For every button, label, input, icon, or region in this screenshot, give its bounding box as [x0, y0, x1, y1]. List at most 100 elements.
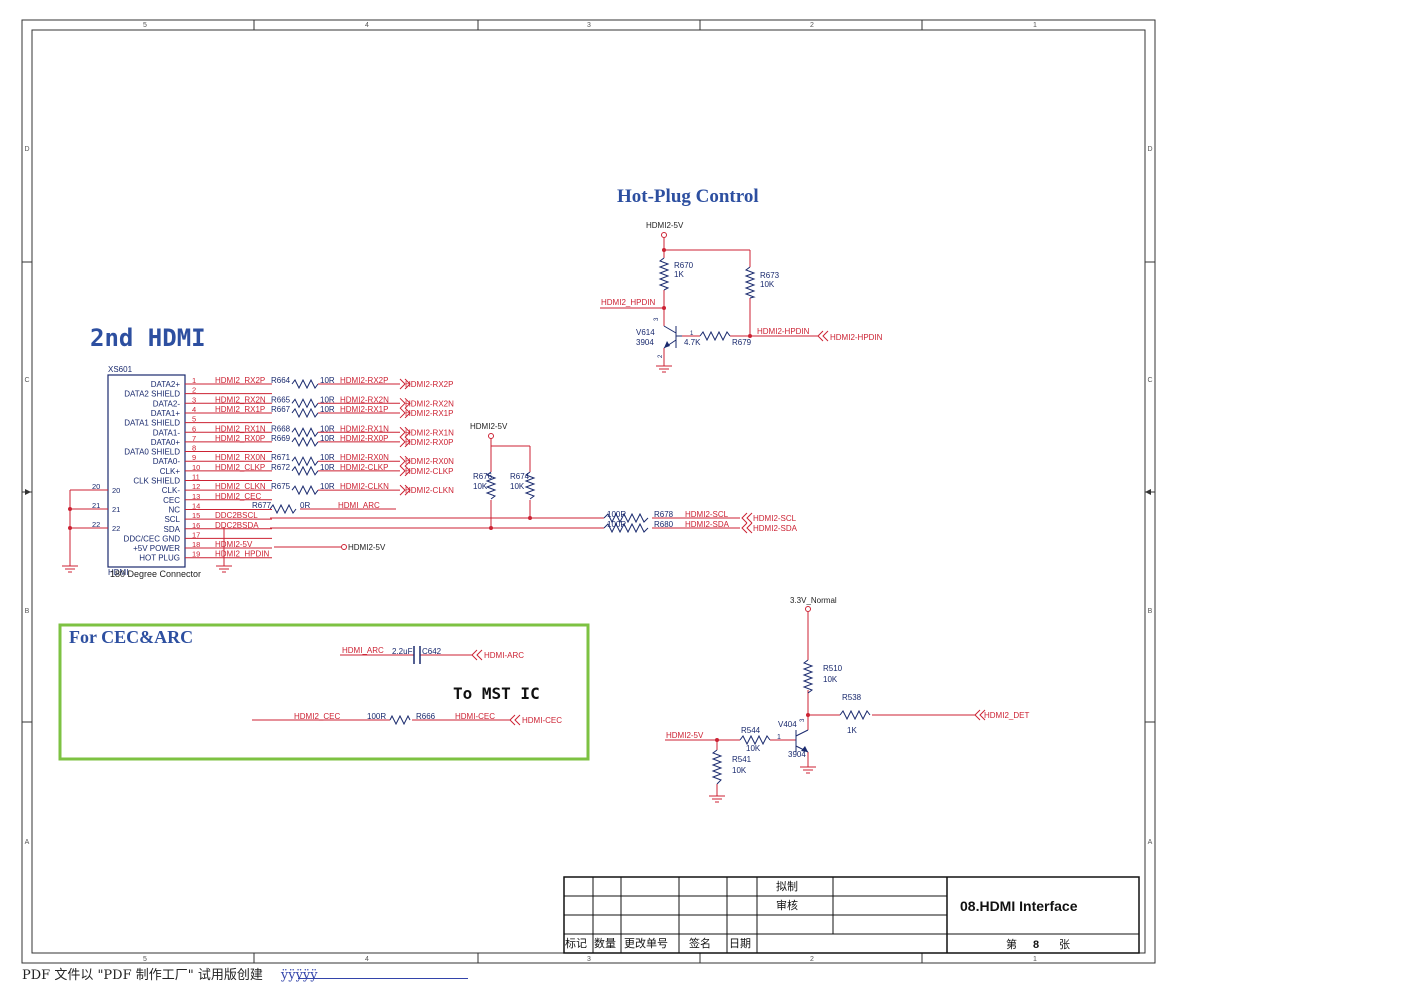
- zone-top-1: 1: [1033, 22, 1037, 29]
- zone-bottom-2: 2: [810, 956, 814, 963]
- pin-name: HOT PLUG: [139, 554, 180, 563]
- zone-bottom-5: 5: [143, 956, 147, 963]
- r510-val: 10K: [823, 675, 838, 684]
- pin-name: DATA1 SHIELD: [124, 419, 180, 428]
- resistor-ref: R664: [271, 376, 291, 385]
- r678-val: 100R: [607, 510, 626, 519]
- arc-port: HDMI-ARC: [484, 651, 524, 660]
- pin-name: SCL: [164, 515, 180, 524]
- r673-ref: R673: [760, 271, 780, 280]
- hotplug-circuit: HDMI2-5V R670 1K: [600, 221, 883, 373]
- zone-top-3: 3: [587, 22, 591, 29]
- sheet-number: 8: [1033, 939, 1039, 951]
- col-mark: 标记: [565, 936, 587, 950]
- pin-name: DATA0-: [153, 457, 181, 466]
- hpd-port: HDMI2-HPDIN: [830, 333, 883, 342]
- r678-ref: R678: [654, 510, 674, 519]
- series-resistor: [291, 398, 319, 409]
- net-label: HDMI2-RX2P: [340, 376, 388, 385]
- net-label: HDMI2-RX0N: [340, 453, 389, 462]
- ddc-power-label: HDMI2-5V: [470, 422, 508, 431]
- connector-type: HDMI: [108, 568, 128, 577]
- arc-net: HDMI_ARC: [342, 646, 384, 655]
- hdmi-connector: XS601 HDMI 180 Degree Connector DATA2+DA…: [107, 365, 272, 579]
- pin-name: NC: [168, 505, 180, 514]
- pin-net-label: DDC2BSDA: [215, 521, 259, 530]
- pin-number: 13: [192, 492, 200, 501]
- scl-net-label: HDMI2-SCL: [685, 510, 729, 519]
- sheet-title: 08.HDMI Interface: [960, 898, 1078, 914]
- resistor-ref: R668: [271, 424, 291, 433]
- r680-ref: R680: [654, 520, 674, 529]
- pin-name: DATA2+: [151, 380, 181, 389]
- r676-val: 10K: [473, 482, 488, 491]
- r544-ref: R544: [741, 726, 761, 735]
- zone-right-a: A: [1148, 839, 1153, 846]
- resistor-ref: R671: [271, 453, 291, 462]
- zone-left-c: C: [24, 377, 29, 384]
- zone-left-b: B: [25, 608, 30, 615]
- shield-pin-21-out: 21: [92, 501, 100, 510]
- net-label: HDMI2-RX1P: [340, 405, 388, 414]
- pin-number: 7: [192, 434, 196, 443]
- col-sign: 签名: [689, 936, 711, 950]
- v404-part: 3904: [788, 750, 806, 759]
- sda-net-label: HDMI2-SDA: [685, 520, 730, 529]
- cec-arc-box: For CEC&ARC To MST IC HDMI_ARC 2.2uF C64…: [58, 623, 590, 761]
- r674-ref: R674: [510, 472, 530, 481]
- mst-note: To MST IC: [453, 684, 540, 703]
- pin-net-label: HDMI2_RX2N: [215, 395, 266, 404]
- pin-number: 14: [192, 501, 200, 510]
- scl-port: HDMI2-SCL: [753, 514, 797, 523]
- v614-ref: V614: [636, 328, 655, 337]
- pin-name: DATA0 SHIELD: [124, 448, 180, 457]
- ddc-section: HDMI2-5V R676 10K R674 10K 100R R678 HDM…: [270, 422, 798, 552]
- ground-symbol: [62, 565, 78, 573]
- r538-val: 1K: [847, 726, 857, 735]
- title-block: 拟制 审核 标记 数量 更改单号 签名 日期 第 张 8 08.HDMI Int…: [563, 876, 1140, 954]
- resistor-ref: R667: [271, 405, 291, 414]
- sheet-prefix: 第: [1006, 937, 1017, 951]
- shield-pins: 20 21 22 20 21 22: [62, 482, 120, 573]
- pin-number: 11: [192, 473, 200, 482]
- v614-part: 3904: [636, 338, 654, 347]
- r541-val: 10K: [732, 766, 747, 775]
- r538-ref: R538: [842, 693, 862, 702]
- series-resistor: [291, 436, 319, 448]
- arc-branch: R677 0R HDMI_ARC: [252, 501, 396, 515]
- r674-val: 10K: [510, 482, 525, 491]
- ground-symbol: [216, 527, 232, 573]
- pin-name: CLK-: [162, 486, 181, 495]
- r510-ref: R510: [823, 664, 843, 673]
- c642-val: 2.2uF: [392, 647, 413, 656]
- zone-bottom-1: 1: [1033, 956, 1037, 963]
- zone-left-d: D: [24, 146, 29, 153]
- r666-ref: R666: [416, 712, 436, 721]
- series-resistor: [291, 485, 319, 496]
- det-port: HDMI2_DET: [984, 711, 1029, 720]
- footer-link[interactable]: ÿÿÿÿÿ: [280, 968, 318, 983]
- v614-pin2: 2: [658, 354, 664, 358]
- offpage-port: HDMI2-RX2N: [405, 399, 454, 408]
- series-resistor: [291, 407, 319, 419]
- c642-ref: C642: [422, 647, 442, 656]
- connector-desc: 180 Degree Connector: [110, 569, 201, 579]
- offpage-arrow: [399, 407, 411, 419]
- cec-net: HDMI2_CEC: [294, 712, 340, 721]
- cec-title: For CEC&ARC: [69, 627, 193, 647]
- resistor-value: 10R: [320, 395, 335, 404]
- pin-net-label: HDMI2_CLKP: [215, 463, 265, 472]
- offpage-arrow: [399, 465, 411, 477]
- net-label: HDMI2-RX2N: [340, 395, 389, 404]
- pin-name: DATA2 SHIELD: [124, 390, 180, 399]
- series-resistor: [291, 456, 319, 467]
- r676-ref: R676: [473, 472, 493, 481]
- pin-number: 10: [192, 463, 200, 472]
- hotplug-title: Hot-Plug Control: [617, 186, 759, 207]
- resistor-ref: R675: [271, 482, 291, 491]
- arc-net-label: HDMI_ARC: [338, 501, 380, 510]
- shield-pin-20-in: 20: [112, 486, 120, 495]
- r679-ref: R679: [732, 338, 752, 347]
- resistor-value: 10R: [320, 482, 335, 491]
